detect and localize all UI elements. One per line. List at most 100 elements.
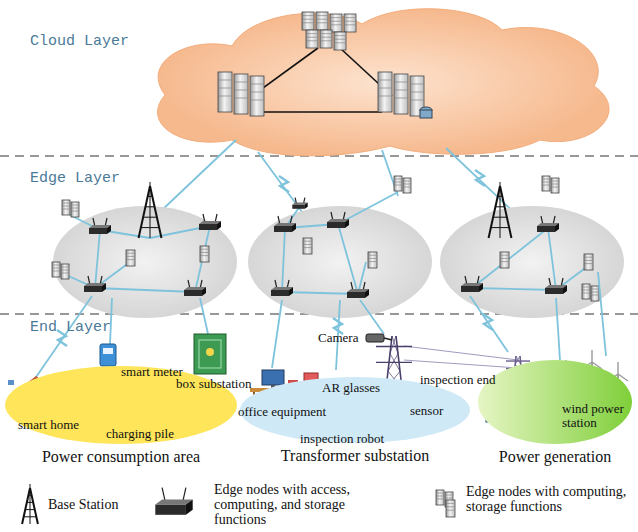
tower-brace <box>498 196 503 197</box>
network-link <box>95 230 100 288</box>
rack-body <box>591 286 599 301</box>
tower-leg <box>500 186 511 238</box>
server-rack <box>551 178 559 193</box>
rack-slot <box>501 261 508 262</box>
rack-body <box>306 30 318 48</box>
rack-slot <box>63 206 69 207</box>
router-side <box>217 221 221 230</box>
rack-body <box>200 246 209 262</box>
rack-slot <box>592 292 598 293</box>
rack-slot <box>62 273 68 274</box>
rack-slot <box>127 259 134 260</box>
rack-slot <box>543 179 549 180</box>
rack-slot <box>585 260 592 261</box>
tower-leg <box>22 488 30 524</box>
rack-slot <box>447 510 454 511</box>
router-body <box>199 224 217 230</box>
area-heading: Transformer substation <box>240 447 470 465</box>
database-icon <box>420 110 432 118</box>
rack-slot <box>127 253 134 254</box>
rack-slot <box>395 98 407 99</box>
router-icon <box>461 276 483 292</box>
router-side <box>102 283 106 292</box>
rack-slot <box>317 22 327 23</box>
network-link <box>470 296 508 352</box>
computer-monitor <box>262 370 284 385</box>
rack-slot <box>446 498 452 499</box>
network-link <box>195 226 210 292</box>
meter-body <box>100 344 116 366</box>
rack-slot <box>437 493 443 494</box>
base-station-tower <box>489 182 512 238</box>
rack-slot <box>235 82 247 83</box>
rack-slot <box>317 15 327 16</box>
rack-slot <box>321 40 331 41</box>
server-rack <box>394 74 408 114</box>
rack-body <box>394 176 402 191</box>
rack-slot <box>552 187 558 188</box>
device-label: office equipment <box>238 405 326 419</box>
pylon-arm <box>376 346 412 347</box>
server-rack <box>403 178 411 193</box>
router-body <box>537 226 555 232</box>
network-link <box>472 288 556 290</box>
legend-text: Base Station <box>48 497 158 512</box>
server-rack <box>542 176 550 191</box>
router-icon <box>545 278 567 294</box>
rack-slot <box>53 265 59 266</box>
rack-slot <box>404 187 410 188</box>
tower-brace <box>141 227 159 228</box>
rack-slot <box>72 211 78 212</box>
rack-body <box>394 74 408 114</box>
router-side <box>289 287 293 296</box>
rack-slot <box>251 92 263 93</box>
rack-slot <box>446 495 452 496</box>
network-link <box>282 292 358 294</box>
server-rack <box>394 176 402 191</box>
rack-slot <box>201 255 208 256</box>
tower-leg <box>30 488 38 524</box>
rack-slot <box>235 90 247 91</box>
router-side <box>202 287 206 296</box>
rack-slot <box>437 496 443 497</box>
server-rack <box>344 14 356 32</box>
router-side <box>365 289 369 298</box>
rack-slot <box>62 270 68 271</box>
rack-body <box>316 12 328 30</box>
edge-layer-art <box>34 140 624 380</box>
layer-title: End Layer <box>30 319 111 336</box>
server-rack <box>582 284 590 299</box>
device-label: charging pile <box>106 427 174 441</box>
rack-body <box>330 14 342 32</box>
router-body <box>274 226 292 232</box>
router-body <box>84 286 102 292</box>
rack-slot <box>219 96 231 97</box>
area-heading: Power consumption area <box>5 448 237 466</box>
router-icon <box>271 280 293 296</box>
layer-title: Edge Layer <box>30 170 120 187</box>
layer-title: Cloud Layer <box>30 33 129 50</box>
turbine-blade <box>617 362 618 374</box>
rack-body <box>302 12 314 30</box>
network-link <box>505 228 548 262</box>
network-link <box>556 298 560 360</box>
router-icon <box>89 218 111 234</box>
router-side <box>555 223 559 232</box>
pylon-brace <box>388 354 398 372</box>
server-rack <box>334 32 346 50</box>
tower-mast <box>30 484 31 524</box>
server-rack <box>250 76 264 116</box>
rack-body <box>500 252 509 268</box>
rack-slot <box>345 21 355 22</box>
rack-slot <box>127 256 134 257</box>
area-heading: Power generation <box>478 448 632 466</box>
rack-slot <box>395 179 401 180</box>
rack-slot <box>201 252 208 253</box>
router-icon <box>292 198 307 209</box>
server-rack <box>62 200 70 215</box>
rack-slot <box>251 84 263 85</box>
cloud-backbone <box>262 111 382 113</box>
tower-brace <box>25 509 35 510</box>
rack-slot <box>369 255 376 256</box>
rack-slot <box>543 185 549 186</box>
